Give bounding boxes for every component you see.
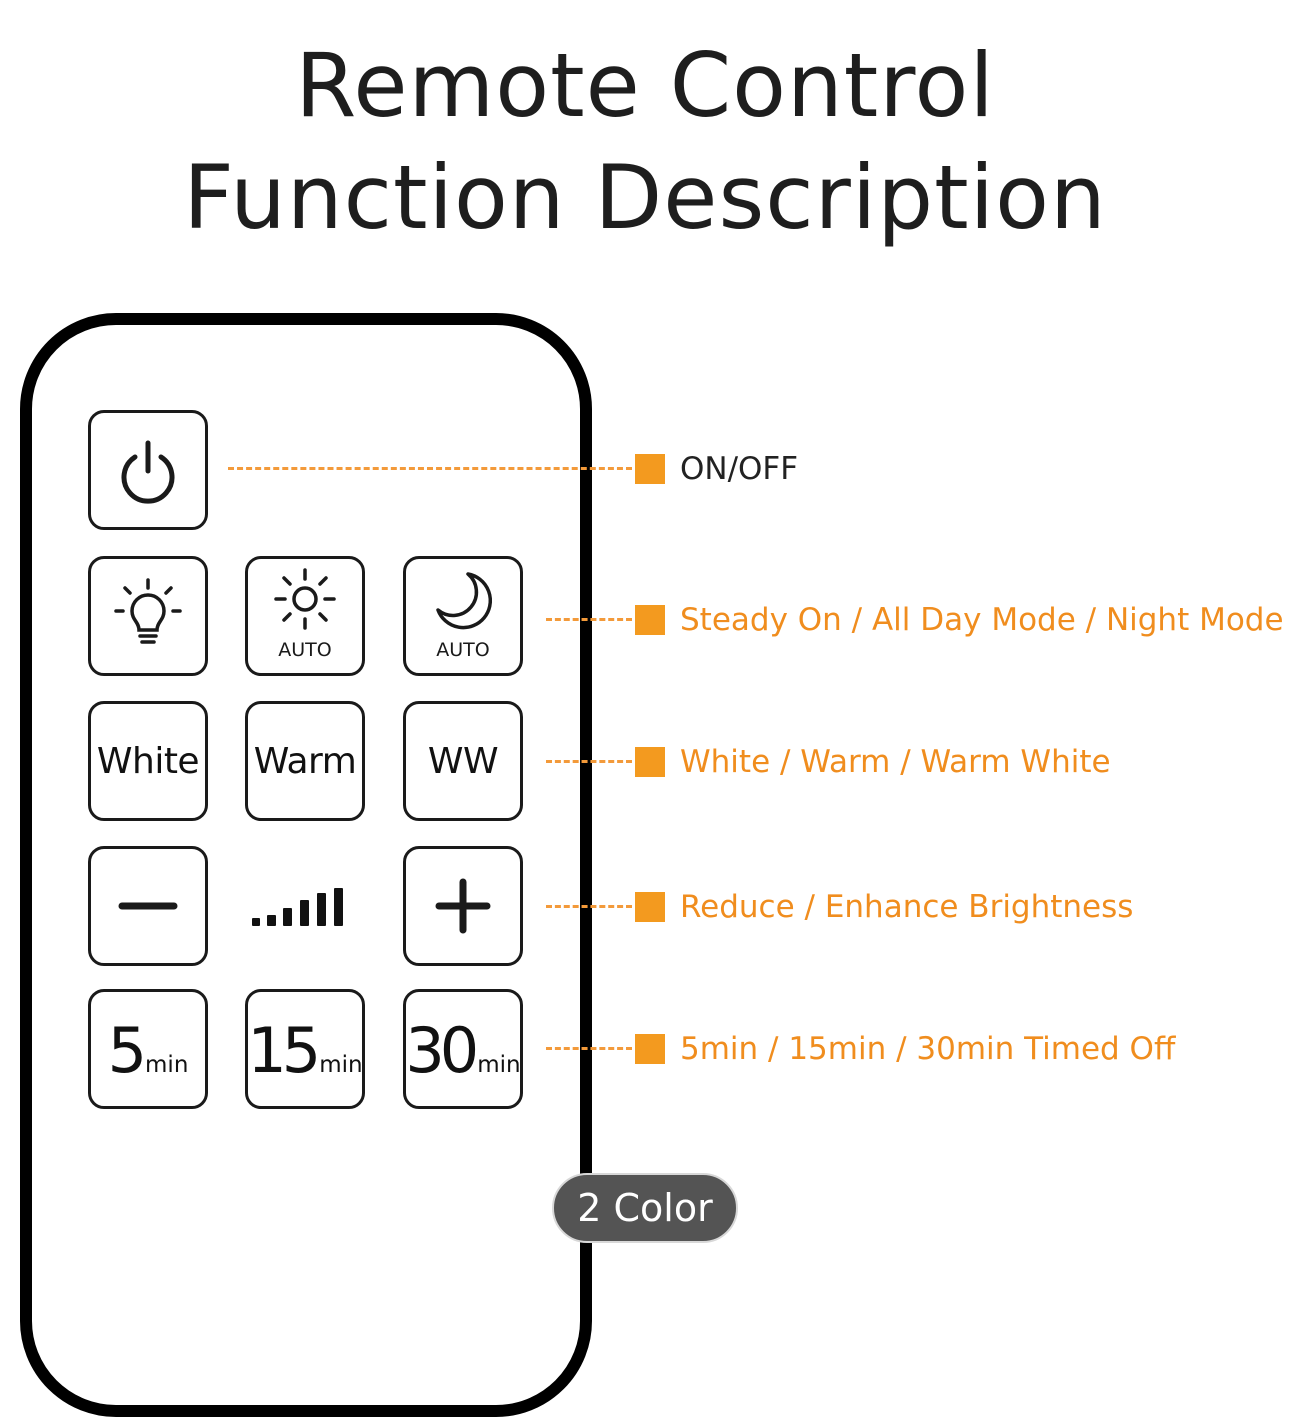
connector-line [546,1047,632,1050]
warm-label: Warm [253,740,357,782]
description-colors: White / Warm / Warm White [680,744,1111,780]
timer-30-unit: min [477,1052,521,1078]
minus-icon [118,902,178,910]
warm-white-button[interactable]: WW [403,701,523,821]
description-brightness: Reduce / Enhance Brightness [680,889,1134,925]
ww-label: WW [427,740,499,782]
marker-square [635,892,665,922]
all-day-mode-button[interactable]: AUTO [245,556,365,676]
timer-5-number: 5 [107,1014,148,1087]
connector-line [546,618,632,621]
timer-5-unit: min [145,1052,189,1078]
timer-15-number: 15 [247,1014,321,1087]
brightness-bars-icon [252,888,343,926]
plus-button[interactable] [403,846,523,966]
marker-square [635,605,665,635]
plus-icon [435,878,491,934]
sun-icon [274,568,336,630]
night-mode-button[interactable]: AUTO [403,556,523,676]
connector-line [546,760,632,763]
marker-square [635,747,665,777]
timer-15-unit: min [319,1052,363,1078]
title-line-1: Remote Control [295,34,995,137]
title-line-2: Function Description [183,146,1107,249]
white-button[interactable]: White [88,701,208,821]
steady-on-button[interactable] [88,556,208,676]
marker-square [635,1034,665,1064]
marker-square [635,454,665,484]
connector-line [228,467,632,470]
description-timer: 5min / 15min / 30min Timed Off [680,1031,1176,1067]
minus-button[interactable] [88,846,208,966]
timer-15-button[interactable]: 15 min [245,989,365,1109]
timer-30-button[interactable]: 30 min [403,989,523,1109]
auto-label: AUTO [278,639,332,661]
connector-line [546,905,632,908]
power-icon [121,440,175,504]
auto-label: AUTO [436,639,490,661]
timer-5-button[interactable]: 5 min [88,989,208,1109]
moon-icon [436,572,493,630]
warm-button[interactable]: Warm [245,701,365,821]
color-count-badge[interactable]: 2 Color [552,1173,738,1243]
white-label: White [96,740,200,782]
description-modes: Steady On / All Day Mode / Night Mode [680,602,1284,638]
power-button[interactable] [88,410,208,530]
description-on-off: ON/OFF [680,451,799,487]
timer-30-number: 30 [405,1014,479,1087]
bulb-icon [114,578,182,644]
